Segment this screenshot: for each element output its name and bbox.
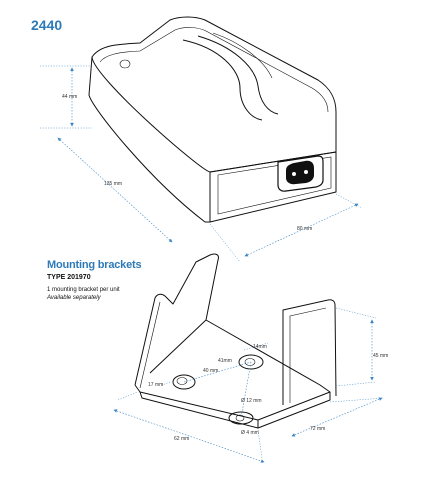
power-supply-drawing: 44 mm 135 mm 80 mm — [40, 16, 363, 263]
mounting-brackets-title: Mounting brackets — [47, 259, 142, 271]
model-number: 2440 — [31, 17, 63, 33]
swoosh-line — [197, 35, 279, 115]
iec-connector-icon — [277, 155, 324, 192]
dim-4-label: Ø 4 mm — [241, 430, 259, 436]
mounting-bracket-drawing: 14mm 41mm 40 mm 17 mm Ø 12 mm Ø 4 mm 62 … — [113, 253, 388, 463]
mounting-hole-icon — [238, 354, 264, 370]
swoosh-line — [182, 39, 263, 121]
dim-62-label: 62 mm — [174, 436, 189, 442]
led-indicator-icon — [119, 59, 131, 69]
dim-40-label: 40 mm — [203, 368, 218, 374]
availability-note: Available separately — [47, 295, 101, 301]
dim-45-label: 45 mm — [373, 353, 388, 359]
dim-41-label: 41mm — [218, 358, 232, 364]
dim-17-label: 17 mm — [148, 382, 163, 388]
width-dimension-label: 80 mm — [297, 226, 312, 232]
length-dimension-label: 135 mm — [104, 181, 122, 187]
height-dimension-label: 44 mm — [62, 94, 77, 100]
swoosh-line — [212, 32, 273, 79]
dim-72-label: 72 mm — [310, 426, 325, 432]
dim-12-label: Ø 12 mm — [241, 398, 262, 404]
dim-14-label: 14mm — [253, 344, 267, 350]
bracket-type-label: TYPE 201970 — [47, 274, 91, 281]
bracket-quantity-note: 1 mounting bracket per unit — [47, 287, 120, 293]
